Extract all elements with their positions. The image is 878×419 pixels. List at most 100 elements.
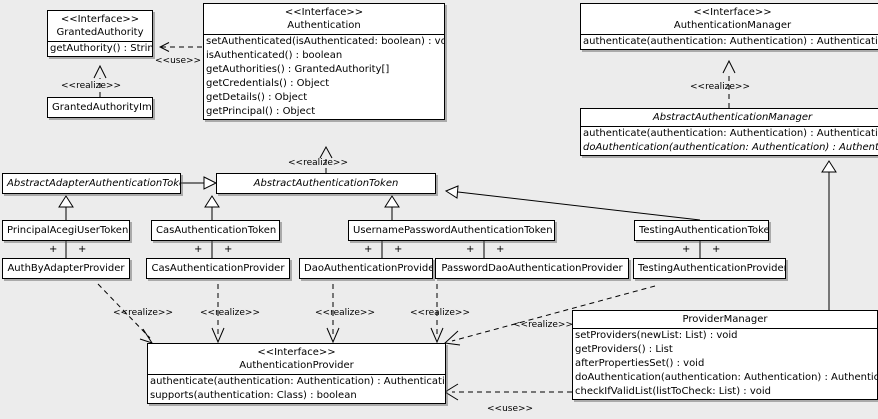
- member-item: authenticate(authentication: Authenticat…: [583, 128, 878, 139]
- class-name-label: PrincipalAcegiUserToken: [7, 225, 129, 236]
- class-principal-acegi-user-token[interactable]: PrincipalAcegiUserToken: [2, 220, 130, 241]
- class-abstract-authentication-manager[interactable]: AbstractAuthenticationManager authentica…: [580, 108, 878, 156]
- class-testing-authentication-provider[interactable]: TestingAuthenticationProvider: [633, 258, 786, 279]
- member-item: supports(authentication: Class) : boolea…: [150, 390, 357, 401]
- label-use-authentication-grantedauthority: <<use>>: [155, 56, 202, 66]
- class-auth-by-adapter-provider[interactable]: AuthByAdapterProvider: [2, 258, 130, 279]
- class-header-abstract-authentication-manager: AbstractAuthenticationManager: [581, 109, 878, 126]
- class-granted-authority[interactable]: <<Interface>> GrantedAuthority getAuthor…: [47, 10, 153, 57]
- member-item: checkIfValidList(listToCheck: List) : vo…: [575, 386, 772, 397]
- class-username-password-authentication-token[interactable]: UsernamePasswordAuthenticationToken: [348, 220, 555, 241]
- class-name-label: PasswordDaoAuthenticationProvider: [441, 263, 623, 274]
- class-name-label: GrantedAuthority: [56, 27, 144, 38]
- class-name-label: Authentication: [287, 20, 361, 31]
- class-members-authentication: setAuthenticated(isAuthenticated: boolea…: [204, 35, 444, 119]
- class-members-authentication-provider: authenticate(authentication: Authenticat…: [148, 375, 445, 403]
- stereotype-label: <<Interface>>: [60, 14, 140, 25]
- class-name-label: AbstractAuthenticationToken: [253, 178, 399, 189]
- class-dao-authentication-provider[interactable]: DaoAuthenticationProvider: [299, 258, 433, 279]
- multiplicity-marker: +: [466, 244, 475, 255]
- member-item: getDetails() : Object: [206, 92, 308, 103]
- inheritance-usernamepasswordtoken: [384, 195, 400, 220]
- class-name-label: AuthenticationManager: [673, 20, 792, 31]
- class-name-label: TestingAuthenticationToken: [639, 225, 769, 236]
- class-name-label: ProviderManager: [682, 314, 768, 325]
- member-item: setProviders(newList: List) : void: [575, 330, 738, 341]
- class-provider-manager[interactable]: ProviderManager setProviders(newList: Li…: [572, 310, 878, 400]
- stereotype-label: <<Interface>>: [257, 347, 336, 358]
- member-item: setAuthenticated(isAuthenticated: boolea…: [206, 36, 445, 47]
- class-header-auth-by-adapter-provider: AuthByAdapterProvider: [3, 259, 129, 278]
- label-realize-passworddao: <<realize>>: [410, 308, 470, 318]
- class-header-cas-authentication-provider: CasAuthenticationProvider: [147, 259, 289, 278]
- class-name-label: AuthenticationProvider: [239, 360, 354, 371]
- class-abstract-authentication-token[interactable]: AbstractAuthenticationToken: [216, 173, 436, 194]
- inheritance-providermanager: [821, 160, 837, 310]
- class-authentication[interactable]: <<Interface>> Authentication setAuthenti…: [203, 3, 445, 120]
- class-abstract-adapter-authentication-token[interactable]: AbstractAdapterAuthenticationToken: [2, 173, 181, 194]
- class-divider: [581, 126, 878, 127]
- class-name-label: AbstractAdapterAuthenticationToken: [7, 178, 181, 189]
- member-item: doAuthentication(authentication: Authent…: [575, 372, 878, 383]
- class-granted-authority-impl[interactable]: GrantedAuthorityImpl: [47, 97, 153, 118]
- inheritance-casauthenticationtoken: [204, 195, 220, 220]
- class-header-granted-authority: <<Interface>> GrantedAuthority: [48, 11, 152, 41]
- class-divider: [573, 328, 877, 329]
- class-name-label: DaoAuthenticationProvider: [304, 263, 433, 274]
- class-members-provider-manager: setProviders(newList: List) : void getPr…: [573, 329, 877, 399]
- member-item: getAuthorities() : GrantedAuthority[]: [206, 64, 390, 75]
- class-divider: [48, 41, 152, 42]
- class-cas-authentication-token[interactable]: CasAuthenticationToken: [151, 220, 280, 241]
- label-realize-grantedauthorityimpl: <<realize>>: [61, 81, 121, 91]
- inheritance-principalacegiusertoken: [58, 195, 74, 220]
- inheritance-testingauthenticationtoken: [444, 185, 701, 221]
- class-name-label: UsernamePasswordAuthenticationToken: [353, 225, 553, 236]
- class-header-testing-authentication-token: TestingAuthenticationToken: [635, 221, 768, 240]
- member-item: getProviders() : List: [575, 344, 673, 355]
- class-name-label: CasAuthenticationProvider: [151, 263, 285, 274]
- multiplicity-marker: +: [194, 244, 203, 255]
- class-authentication-provider[interactable]: <<Interface>> AuthenticationProvider aut…: [147, 343, 446, 404]
- class-members-authentication-manager: authenticate(authentication: Authenticat…: [581, 35, 878, 49]
- class-header-authentication-manager: <<Interface>> AuthenticationManager: [581, 4, 878, 34]
- class-password-dao-authentication-provider[interactable]: PasswordDaoAuthenticationProvider: [435, 258, 629, 279]
- label-realize-dao: <<realize>>: [315, 308, 375, 318]
- member-item: isAuthenticated() : boolean: [206, 50, 343, 61]
- class-members-granted-authority: getAuthority() : String: [48, 42, 152, 56]
- class-name-label: TestingAuthenticationProvider: [638, 263, 786, 274]
- label-realize-abstractauthenticationtoken: <<realize>>: [288, 158, 348, 168]
- class-header-provider-manager: ProviderManager: [573, 311, 877, 328]
- class-members-abstract-authentication-manager: authenticate(authentication: Authenticat…: [581, 127, 878, 155]
- class-cas-authentication-provider[interactable]: CasAuthenticationProvider: [146, 258, 290, 279]
- member-item: authenticate(authentication: Authenticat…: [150, 376, 446, 387]
- class-header-granted-authority-impl: GrantedAuthorityImpl: [48, 98, 152, 117]
- member-item: getCredentials() : Object: [206, 78, 330, 89]
- multiplicity-marker: +: [682, 244, 691, 255]
- stereotype-label: <<Interface>>: [284, 7, 364, 18]
- multiplicity-marker: +: [496, 244, 505, 255]
- dependency-providermanager-authenticationprovider: [444, 383, 572, 401]
- class-authentication-manager[interactable]: <<Interface>> AuthenticationManager auth…: [580, 3, 878, 50]
- class-testing-authentication-token[interactable]: TestingAuthenticationToken: [634, 220, 769, 241]
- stereotype-label: <<Interface>>: [693, 7, 772, 18]
- inheritance-abstractadapter-token: [181, 176, 218, 190]
- class-name-label: AuthByAdapterProvider: [7, 263, 125, 274]
- class-header-abstract-authentication-token: AbstractAuthenticationToken: [217, 174, 435, 193]
- label-realize-authbyadapter: <<realize>>: [113, 308, 173, 318]
- multiplicity-marker: +: [394, 244, 403, 255]
- class-header-authentication: <<Interface>> Authentication: [204, 4, 444, 34]
- class-header-cas-authentication-token: CasAuthenticationToken: [152, 221, 279, 240]
- class-name-label: GrantedAuthorityImpl: [52, 102, 153, 113]
- multiplicity-marker: +: [712, 244, 721, 255]
- class-divider: [148, 374, 445, 375]
- class-divider: [581, 34, 878, 35]
- label-use-providermanager: <<use>>: [487, 404, 534, 414]
- member-item: authenticate(authentication: Authenticat…: [583, 36, 878, 47]
- multiplicity-marker: +: [224, 244, 233, 255]
- class-name-label: AbstractAuthenticationManager: [652, 112, 813, 123]
- class-header-username-password-authentication-token: UsernamePasswordAuthenticationToken: [349, 221, 554, 240]
- member-item: getPrincipal() : Object: [206, 106, 316, 117]
- class-header-testing-authentication-provider: TestingAuthenticationProvider: [634, 259, 785, 278]
- multiplicity-marker: +: [364, 244, 373, 255]
